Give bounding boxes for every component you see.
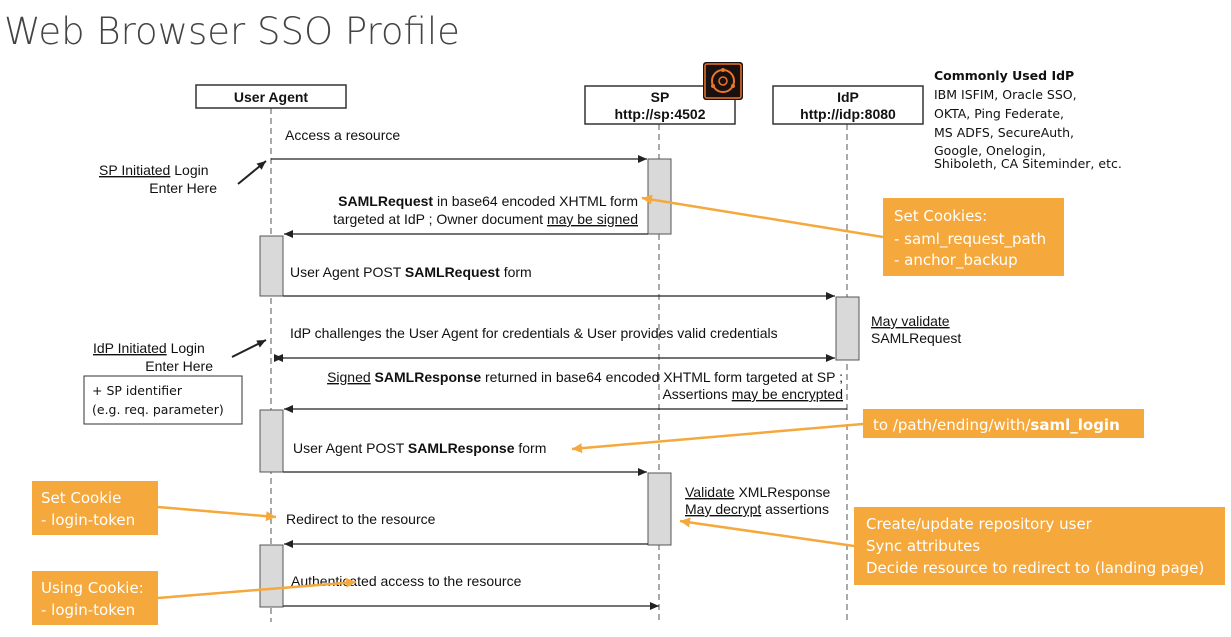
- message-label: Redirect to the resource: [286, 511, 436, 527]
- note-validate-response: Validate XMLResponse May decrypt asserti…: [685, 484, 830, 517]
- callout-line: Set Cookies:: [894, 207, 987, 225]
- idp-url: http://idp:8080: [800, 106, 896, 122]
- message-label: Assertions may be encrypted: [662, 386, 843, 402]
- sp-label: SP: [651, 89, 670, 105]
- callout-line: Sync attributes: [866, 537, 980, 555]
- message-redirect: Redirect to the resource: [284, 511, 648, 548]
- message-label: SAMLRequest in base64 encoded XHTML form: [338, 193, 638, 209]
- message-saml-request: SAMLRequest in base64 encoded XHTML form…: [284, 193, 648, 238]
- idp-activation: [835, 296, 860, 361]
- message-label: User Agent POST SAMLResponse form: [293, 440, 546, 456]
- aem-logo-icon: [703, 62, 743, 100]
- message-access-resource: Access a resource: [271, 127, 647, 163]
- callout-saml-login: to /path/ending/with/saml_login: [571, 409, 1144, 454]
- commonly-used-idp-heading: Commonly Used IdP: [934, 68, 1074, 83]
- entry-arrow: [231, 339, 267, 358]
- callout-set-cookie: Set Cookie - login-token: [32, 481, 277, 535]
- callout-arrow: [157, 505, 277, 522]
- sp-initiated-line2: Enter Here: [149, 180, 217, 196]
- entry-arrow: [237, 160, 267, 185]
- message-idp-challenge: IdP challenges the User Agent for creden…: [274, 325, 835, 362]
- message-saml-response: Signed SAMLResponse returned in base64 e…: [284, 369, 847, 413]
- idp-actor: IdP http://idp:8080: [772, 85, 924, 125]
- note-label: May validate: [871, 313, 950, 329]
- commonly-used-idp: Commonly Used IdP IBM ISFIM, Oracle SSO,…: [934, 68, 1122, 171]
- sp-initiated-line1: SP Initiated Login: [99, 162, 209, 178]
- message-label: targeted at IdP ; Owner document may be …: [333, 211, 638, 227]
- callout-arrow: [679, 517, 855, 548]
- callout-line: - anchor_backup: [894, 251, 1018, 270]
- sp-identifier-line2: (e.g. req. parameter): [92, 402, 224, 417]
- callout-line: - login-token: [41, 601, 135, 619]
- note-label: May decrypt assertions: [685, 501, 829, 517]
- idp-list-line: MS ADFS, SecureAuth,: [934, 125, 1074, 140]
- sp-activation: [647, 472, 672, 546]
- user-agent-label: User Agent: [234, 89, 309, 105]
- idp-initiated-login-label: IdP Initiated Login Enter Here: [93, 339, 267, 374]
- callout-arrow: [157, 577, 357, 600]
- sp-actor: SP http://sp:4502: [584, 85, 736, 125]
- message-label: IdP challenges the User Agent for creden…: [290, 325, 778, 341]
- callout-using-cookie: Using Cookie: - login-token: [32, 571, 357, 625]
- callout-repository-user: Create/update repository user Sync attri…: [679, 507, 1225, 585]
- message-label: Signed SAMLResponse returned in base64 e…: [327, 369, 843, 385]
- callout-line: - saml_request_path: [894, 230, 1046, 249]
- sp-initiated-login-label: SP Initiated Login Enter Here: [99, 160, 267, 196]
- user-agent-actor: User Agent: [195, 84, 347, 109]
- idp-list-line: Shiboleth, CA Siteminder, etc.: [934, 156, 1122, 171]
- user-agent-activation: [259, 544, 284, 608]
- idp-label: IdP: [837, 89, 859, 105]
- user-agent-activation: [259, 409, 284, 473]
- sp-identifier-box: + SP identifier (e.g. req. parameter): [83, 375, 243, 425]
- sp-identifier-line1: + SP identifier: [92, 383, 183, 398]
- callout-line: Set Cookie: [41, 489, 121, 507]
- idp-initiated-line1: IdP Initiated Login: [93, 340, 205, 356]
- idp-list-line: OKTA, Ping Federate,: [934, 106, 1064, 121]
- note-label: Validate XMLResponse: [685, 484, 830, 500]
- message-label: Access a resource: [285, 127, 400, 143]
- callout-set-cookies: Set Cookies: - saml_request_path - ancho…: [641, 194, 1064, 276]
- callout-arrow: [641, 194, 884, 239]
- user-agent-activation: [259, 235, 284, 297]
- idp-list-line: Google, Onelogin,: [934, 143, 1046, 158]
- callout-arrow: [571, 422, 864, 454]
- note-label: SAMLRequest: [871, 330, 961, 346]
- callout-line: - login-token: [41, 511, 135, 529]
- message-post-saml-request: User Agent POST SAMLRequest form: [283, 264, 835, 300]
- idp-list-line: IBM ISFIM, Oracle SSO,: [934, 87, 1077, 102]
- page-title: Web Browser SSO Profile: [4, 10, 460, 53]
- callout-line: Decide resource to redirect to (landing …: [866, 559, 1204, 577]
- sp-activation: [647, 158, 672, 235]
- note-may-validate: May validate SAMLRequest: [871, 313, 961, 346]
- message-post-saml-response: User Agent POST SAMLResponse form: [283, 440, 647, 476]
- idp-initiated-line2: Enter Here: [145, 358, 213, 374]
- callout-line: Using Cookie:: [41, 579, 144, 597]
- message-label: Authenticated access to the resource: [291, 573, 522, 589]
- sp-url: http://sp:4502: [614, 106, 705, 122]
- message-label: User Agent POST SAMLRequest form: [290, 264, 532, 280]
- message-authenticated-access: Authenticated access to the resource: [283, 573, 659, 610]
- callout-line: Create/update repository user: [866, 515, 1093, 533]
- callout-line: to /path/ending/with/saml_login: [873, 416, 1120, 434]
